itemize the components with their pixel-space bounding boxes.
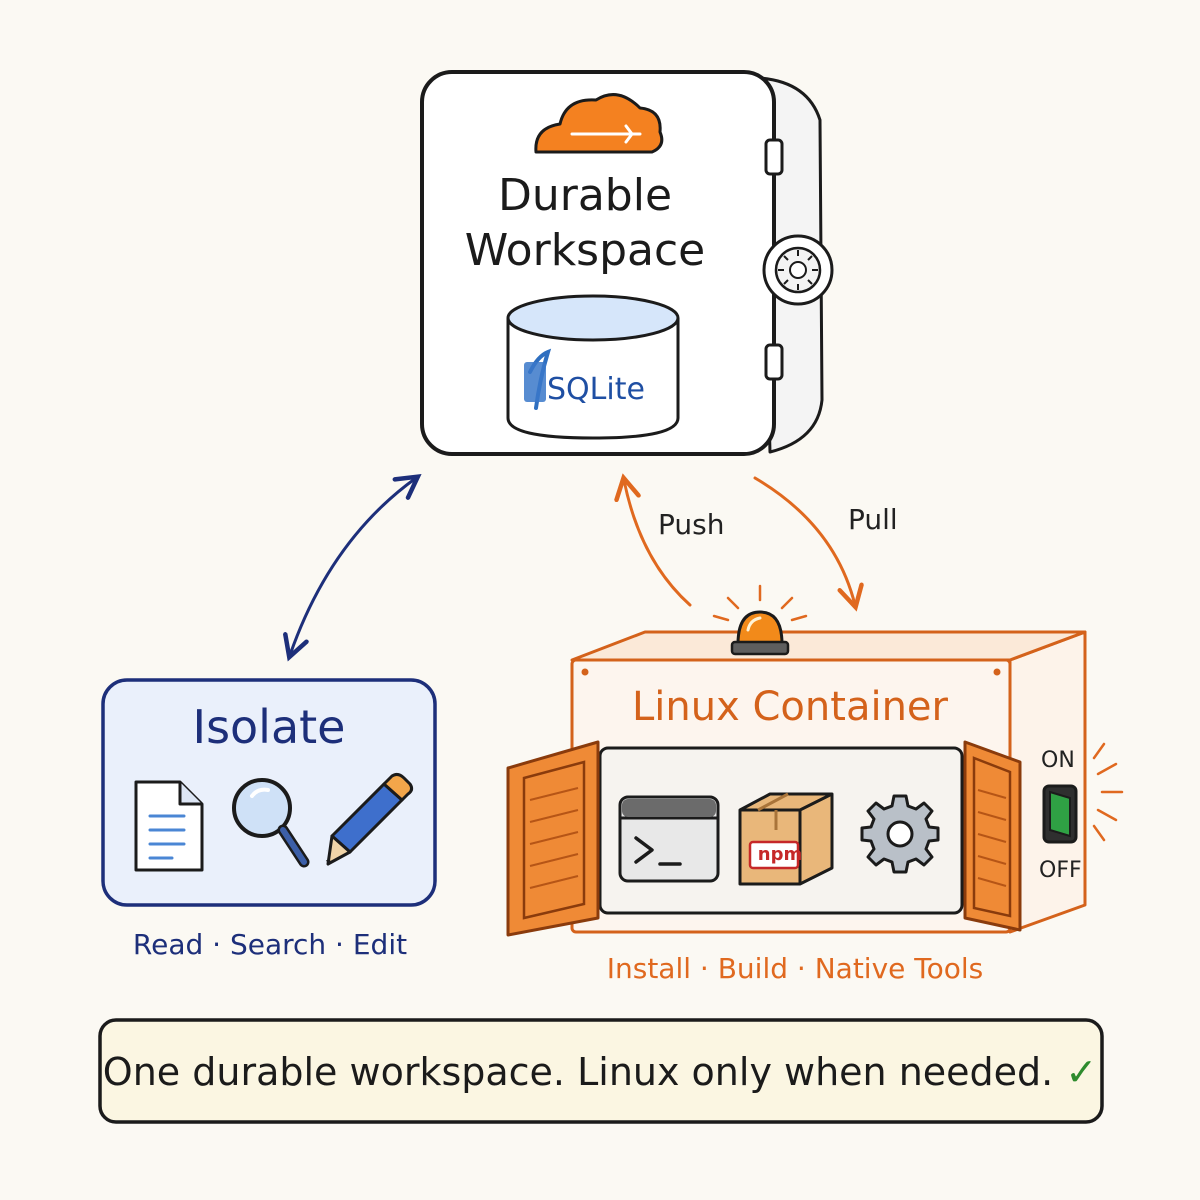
safe-dial-icon [762,234,834,306]
isolate-box [101,678,437,907]
durable-workspace-title-line2: Workspace [464,225,706,276]
gear-icon [860,794,940,874]
sqlite-label: SQLite [547,372,645,407]
document-icon [134,780,204,872]
switch-on-label: ON [1041,748,1075,773]
linux-container-title: Linux Container [632,684,948,730]
check-icon: ✓ [1065,1050,1098,1094]
safe-hinge-top [764,138,784,176]
summary-banner [98,1018,1104,1124]
isolate-workspace-arrow [290,478,416,655]
safe-hinge-bottom [764,343,784,381]
push-arrow [624,480,692,607]
banner-text: One durable workspace. Linux only when n… [102,1050,1054,1094]
durable-workspace-title-line1: Durable [497,170,673,221]
container-left-door [506,740,600,937]
linux-container [506,584,1124,937]
siren-light-icon [712,584,808,656]
pencil-icon [326,772,414,866]
magnifier-icon [232,778,310,868]
linux-container-caption: Install · Build · Native Tools [606,952,984,985]
container-top-panel [570,630,1087,662]
banner-text-row: One durable workspace. Linux only when n… [100,1050,1100,1094]
sqlite-database-icon [506,294,680,440]
terminal-icon [618,795,720,883]
durable-workspace-safe [420,70,834,456]
pull-label: Pull [848,503,898,536]
isolate-caption: Read · Search · Edit [132,928,408,961]
cloudflare-cloud-icon [534,93,664,154]
npm-package-icon [738,792,834,886]
pull-arrow [753,476,855,605]
container-right-door [963,740,1022,932]
isolate-title: Isolate [192,700,346,754]
npm-label: npm [757,844,803,865]
switch-off-label: OFF [1039,858,1082,883]
power-switch [1042,742,1124,844]
push-label: Push [658,508,725,541]
